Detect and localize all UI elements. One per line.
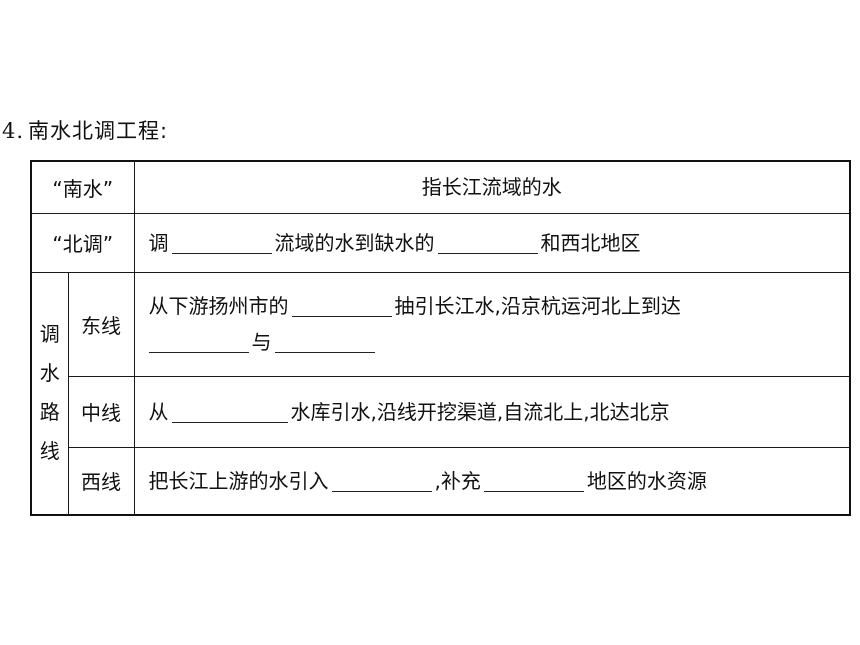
east-text-1: 从下游扬州市的 xyxy=(148,294,289,318)
east-route-line-2: 与 xyxy=(148,324,849,360)
middle-text-1: 从 xyxy=(148,399,169,424)
routes-label-char: 线 xyxy=(39,439,60,464)
answer-blank[interactable] xyxy=(274,330,375,353)
answer-blank[interactable] xyxy=(437,231,538,254)
table-row-east-route: 调 水 路 线 东线 从下游扬州市的 抽引长江水,沿京杭运河北上到达 与 xyxy=(30,271,851,516)
east-route-label: 东线 xyxy=(67,271,135,377)
answer-blank[interactable] xyxy=(483,469,584,492)
exercise-title: 南水北调工程: xyxy=(28,119,169,143)
routes-label-char: 调 xyxy=(39,322,60,347)
west-route-label: 西线 xyxy=(67,446,135,516)
table-row-nanshui: “南水” 指长江流域的水 xyxy=(30,160,851,214)
table-row-beidiao: “北调” 调 流域的水到缺水的 和西北地区 xyxy=(30,212,851,273)
answer-blank[interactable] xyxy=(331,469,432,492)
beidiao-text-1: 调 xyxy=(148,230,169,255)
south-north-water-table: “南水” 指长江流域的水 “北调” 调 流域的水到缺水的 和西北地区 调 水 路 线… xyxy=(30,160,851,516)
routes-label-char: 水 xyxy=(39,361,60,386)
west-text-1: 把长江上游的水引入 xyxy=(148,468,329,493)
west-text-2: ,补充 xyxy=(434,468,481,493)
table-row-middle-route: 中线 从 水库引水,沿线开挖渠道,自流北上,北达北京 xyxy=(31,375,851,448)
answer-blank[interactable] xyxy=(171,231,272,254)
east-text-3: 与 xyxy=(251,330,272,354)
nanshui-content: 指长江流域的水 xyxy=(133,160,851,214)
middle-route-label: 中线 xyxy=(67,375,135,448)
west-route-content: 把长江上游的水引入 ,补充 地区的水资源 xyxy=(133,446,851,516)
answer-blank[interactable] xyxy=(148,330,249,353)
east-route-content: 从下游扬州市的 抽引长江水,沿京杭运河北上到达 与 xyxy=(133,271,851,377)
west-text-3: 地区的水资源 xyxy=(586,468,707,493)
middle-text-2: 水库引水,沿线开挖渠道,自流北上,北达北京 xyxy=(290,399,670,424)
beidiao-text-2: 流域的水到缺水的 xyxy=(274,230,435,255)
nanshui-label: “南水” xyxy=(30,160,135,214)
beidiao-label: “北调” xyxy=(30,212,135,273)
east-text-2: 抽引长江水,沿京杭运河北上到达 xyxy=(394,294,681,318)
table-row-west-route: 西线 把长江上游的水引入 ,补充 地区的水资源 xyxy=(31,446,851,516)
exercise-number: 4. xyxy=(2,119,25,143)
beidiao-text-3: 和西北地区 xyxy=(540,230,641,255)
middle-route-content: 从 水库引水,沿线开挖渠道,自流北上,北达北京 xyxy=(133,375,851,448)
exercise-heading: 4.南水北调工程: xyxy=(2,116,168,146)
routes-label-char: 路 xyxy=(39,400,60,425)
beidiao-content: 调 流域的水到缺水的 和西北地区 xyxy=(133,212,851,273)
routes-label: 调 水 路 线 xyxy=(30,271,69,516)
east-route-line-1: 从下游扬州市的 抽引长江水,沿京杭运河北上到达 xyxy=(149,288,849,324)
answer-blank[interactable] xyxy=(291,294,392,317)
answer-blank[interactable] xyxy=(171,400,288,423)
